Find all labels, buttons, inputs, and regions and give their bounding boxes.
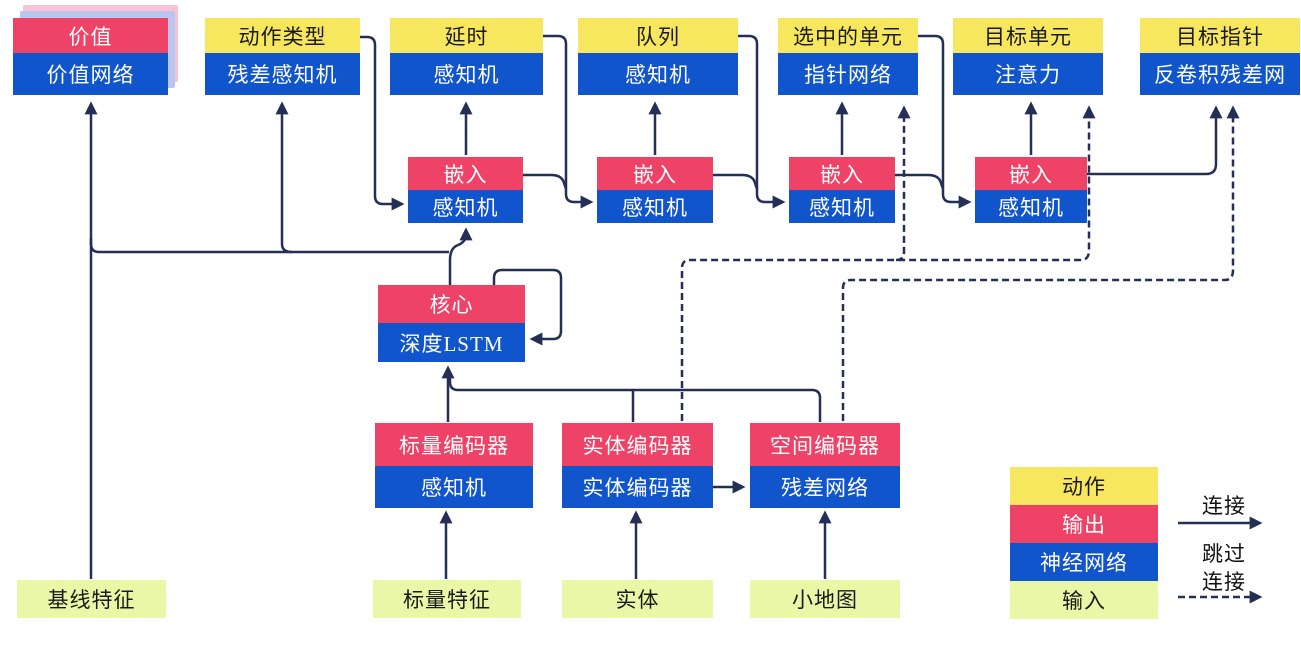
spatial-encoder-network-label: 残差网络	[750, 466, 900, 508]
embed-2-label: 嵌入	[597, 157, 713, 190]
node-embed-4: 嵌入 感知机	[975, 157, 1087, 223]
scalar-encoder-network-label: 感知机	[375, 466, 533, 508]
selected-units-label: 选中的单元	[778, 18, 918, 53]
input-baseline-features: 基线特征	[17, 580, 166, 618]
edge-selected-units-to-embed4	[918, 34, 972, 209]
legend-skip-label-line2: 连接	[1202, 570, 1246, 594]
legend-input-label: 输入	[1010, 581, 1158, 619]
input-minimap: 小地图	[750, 580, 900, 618]
scalar-encoder-label: 标量编码器	[375, 423, 533, 466]
edge-core-to-embed1	[448, 227, 473, 288]
embed-3-network-label: 感知机	[789, 190, 895, 223]
core-label: 核心	[378, 285, 525, 323]
input-scalar-features: 标量特征	[373, 580, 521, 618]
input-entities: 实体	[562, 580, 713, 618]
delay-network-label: 感知机	[390, 53, 543, 95]
node-core: 核心 深度LSTM	[378, 285, 525, 362]
edge-queue-to-embed3	[738, 34, 786, 209]
embed-4-network-label: 感知机	[975, 190, 1087, 223]
embed-2-network-label: 感知机	[597, 190, 713, 223]
node-spatial-encoder: 空间编码器 残差网络	[750, 423, 900, 508]
edge-core-self-loop	[492, 268, 563, 346]
node-entity-encoder: 实体编码器 实体编码器	[562, 423, 713, 508]
legend-output-label: 输出	[1010, 505, 1158, 543]
node-delay: 延时 感知机	[390, 18, 543, 95]
target-point-network-label: 反卷积残差网	[1140, 53, 1300, 95]
entity-encoder-network-label: 实体编码器	[562, 466, 713, 508]
queue-label: 队列	[578, 18, 738, 53]
legend-network-label: 神经网络	[1010, 543, 1158, 581]
node-target-point: 目标指针 反卷积残差网	[1140, 18, 1300, 95]
node-embed-2: 嵌入 感知机	[597, 157, 713, 223]
node-target-unit: 目标单元 注意力	[953, 18, 1103, 95]
selected-units-network-label: 指针网络	[778, 53, 918, 95]
edge-action-type-to-embed1	[360, 35, 405, 211]
target-unit-label: 目标单元	[953, 18, 1103, 53]
node-scalar-encoder: 标量编码器 感知机	[375, 423, 533, 508]
core-network-label: 深度LSTM	[378, 323, 525, 362]
edge-encoder-collector	[448, 375, 822, 422]
embed-3-label: 嵌入	[789, 157, 895, 190]
node-selected-units: 选中的单元 指针网络	[778, 18, 918, 95]
target-unit-network-label: 注意力	[953, 53, 1103, 95]
edge-core-branch-left	[89, 238, 449, 254]
node-queue: 队列 感知机	[578, 18, 738, 95]
edge-embed4-to-target-point	[1087, 105, 1223, 176]
legend-action-label: 动作	[1010, 467, 1158, 505]
action-type-network-label: 残差感知机	[205, 53, 360, 95]
edge-delay-to-embed2	[543, 34, 594, 209]
entity-encoder-label: 实体编码器	[562, 423, 713, 466]
legend-solid-connection-label: 连接	[1202, 494, 1246, 518]
value-network-label: 价值网络	[13, 53, 168, 95]
node-action-type: 动作类型 残差感知机	[205, 18, 360, 95]
node-embed-1: 嵌入 感知机	[408, 157, 523, 223]
edge-embed2-out	[713, 173, 759, 190]
node-value: 价值 价值网络	[13, 18, 168, 95]
embed-1-network-label: 感知机	[408, 190, 523, 223]
edge-skip-entity-to-target-unit	[680, 105, 1096, 421]
spatial-encoder-label: 空间编码器	[750, 423, 900, 466]
queue-network-label: 感知机	[578, 53, 738, 95]
target-point-label: 目标指针	[1140, 18, 1300, 53]
legend-skip-label-line1: 跳过	[1202, 542, 1246, 566]
action-type-label: 动作类型	[205, 18, 360, 53]
value-output-label: 价值	[13, 18, 168, 53]
edge-embed1-out	[523, 173, 568, 190]
delay-label: 延时	[390, 18, 543, 53]
node-embed-3: 嵌入 感知机	[789, 157, 895, 223]
embed-4-label: 嵌入	[975, 157, 1087, 190]
edge-branch-to-action-type	[275, 101, 293, 254]
edge-skip-spatial-to-target-point	[841, 105, 1240, 421]
edge-skip-entity-to-selected-units	[895, 105, 911, 262]
legend-color-key: 动作 输出 神经网络 输入	[1010, 467, 1158, 619]
embed-1-label: 嵌入	[408, 157, 523, 190]
edge-embed3-out	[895, 173, 945, 190]
